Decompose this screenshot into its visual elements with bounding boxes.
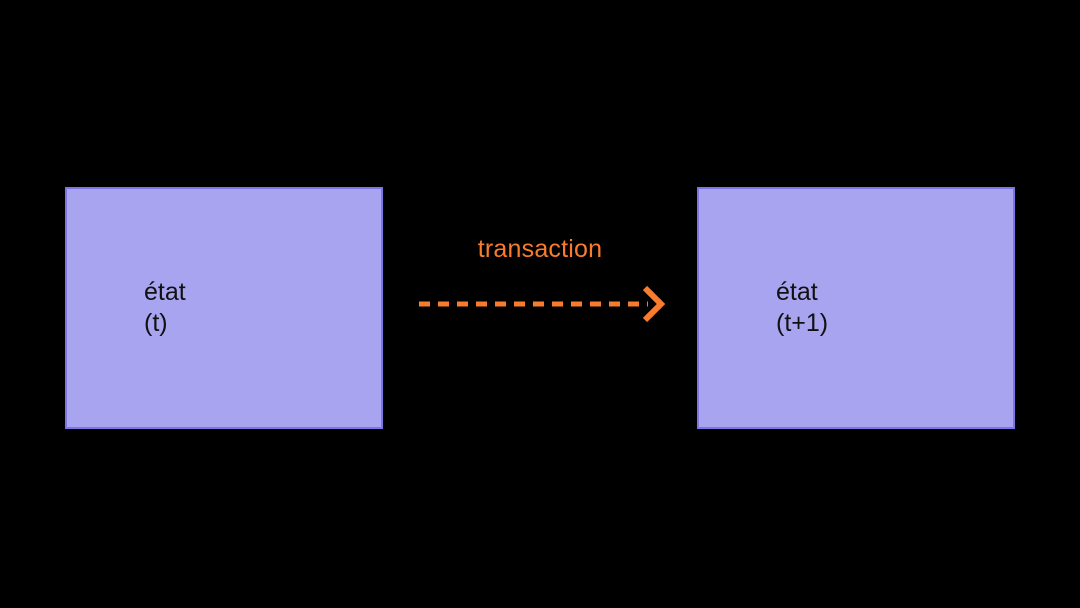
transaction-arrow-icon xyxy=(419,285,666,323)
state-t1-line1: état xyxy=(776,278,818,306)
state-t-line2: (t) xyxy=(144,309,168,337)
state-t-line1: état xyxy=(144,278,186,306)
state-box-t: état (t) xyxy=(65,187,383,429)
transaction-label: transaction xyxy=(477,235,603,263)
state-t1-line2: (t+1) xyxy=(776,309,829,337)
state-box-t-plus-1: état (t+1) xyxy=(697,187,1015,429)
